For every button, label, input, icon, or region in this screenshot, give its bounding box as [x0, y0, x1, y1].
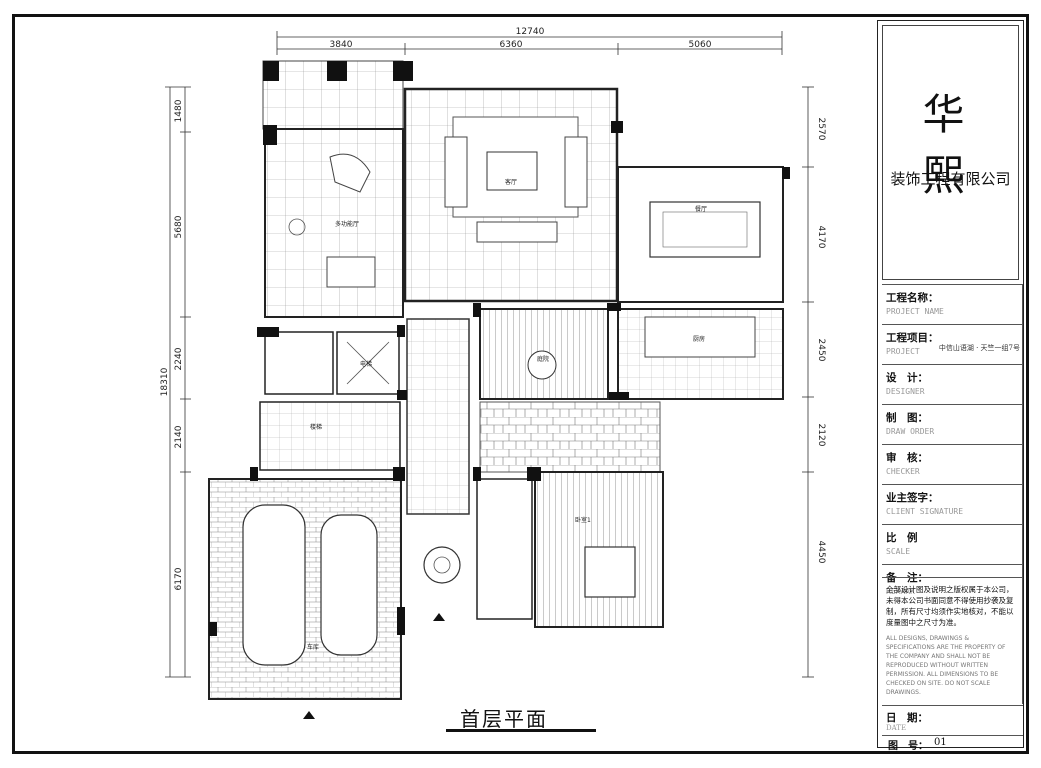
- tb-row-label: 备 注：: [886, 572, 928, 584]
- tb-row-value: DRAW ORDER: [886, 427, 935, 436]
- tb-row-label: 工程项目：: [886, 332, 939, 344]
- plan-title-underline: [446, 729, 596, 732]
- entry-fountain-inner: [433, 556, 451, 574]
- top-total-dimension: 12740: [516, 27, 545, 37]
- tb-row-value: CLIENT SIGNATURE: [886, 507, 964, 516]
- hall-plant: [288, 218, 306, 236]
- drawing-sheet-frame: [12, 14, 1029, 754]
- living-sofa-left: [444, 136, 468, 208]
- room-label-kitchen: 厨房: [693, 335, 705, 343]
- right-dimension-2: 4170: [816, 226, 826, 249]
- living-table: [486, 151, 538, 191]
- plan-title: 首层平面: [460, 707, 548, 731]
- structural-columns: [209, 61, 790, 636]
- room-dining: [617, 166, 784, 303]
- top-dimension-2: 6360: [500, 40, 523, 50]
- title-block-logo: 华 熙 装饰工程有限公司: [882, 25, 1019, 280]
- room-label-dining: 餐厅: [695, 205, 707, 213]
- left-dimension-1: 1480: [174, 99, 184, 122]
- room-stairs: [259, 401, 401, 471]
- dining-table: [649, 201, 761, 258]
- date-value: DATE: [886, 724, 907, 732]
- brand-name: 华 熙: [922, 90, 979, 200]
- bedroom-bed: [584, 546, 636, 598]
- company-name: 装饰工程有限公司: [890, 170, 1011, 188]
- copyright-notice-en: ALL DESIGNS, DRAWINGS & SPECIFICATIONS A…: [886, 635, 1006, 696]
- left-total-dimension: 18310: [160, 367, 170, 396]
- right-dimension-3: 2450: [816, 339, 826, 362]
- car-1: [242, 504, 306, 666]
- tb-row-project: 工程项目： 中信山语湖 · 天竺一组7号 PROJECT: [882, 324, 1023, 364]
- tb-row-label: 设 计：: [886, 372, 928, 384]
- tb-row-value: CHECKER: [886, 467, 920, 476]
- top-dimension-3: 5060: [689, 40, 712, 50]
- corridor: [406, 318, 470, 515]
- living-rug: [452, 116, 579, 218]
- room-label-multi-hall: 多功能厅: [335, 220, 359, 228]
- dining-table-inner: [662, 211, 748, 248]
- tb-row-project-name: 工程名称： PROJECT NAME: [882, 284, 1023, 324]
- stone-paving: [479, 401, 661, 473]
- left-dimension-2: 5680: [174, 215, 184, 238]
- room-label-living: 客厅: [505, 178, 517, 186]
- car-2: [320, 514, 378, 656]
- tb-row-drafter: 制 图： DRAW ORDER: [882, 404, 1023, 444]
- tb-row-value: PROJECT: [886, 347, 920, 356]
- room-bathroom: [264, 331, 334, 395]
- left-dimension-line: [165, 86, 191, 678]
- top-dimension-line: [276, 31, 783, 55]
- tb-row-label: 业主签字：: [886, 492, 939, 504]
- tb-date: 日 期： DATE: [882, 705, 1023, 735]
- room-label-elevator: 电梯: [360, 360, 372, 368]
- room-label-stairs: 楼梯: [310, 423, 322, 431]
- entry-marker-garage: [303, 711, 315, 719]
- tb-row-value: DESIGNER: [886, 387, 925, 396]
- tb-row-label: 制 图：: [886, 412, 928, 424]
- copyright-notice: 全部设计图及说明之版权属于本公司，未得本公司书面同意不得使用抄袭及复制，所有尺寸…: [882, 577, 1023, 704]
- courtyard-table: [527, 350, 557, 380]
- tb-row-value: REMARK: [886, 587, 915, 596]
- right-dimension-1: 2570: [816, 118, 826, 141]
- copyright-notice-cn: 全部设计图及说明之版权属于本公司，未得本公司书面同意不得使用抄袭及复制，所有尺寸…: [886, 585, 1014, 627]
- entry-fountain: [423, 546, 461, 584]
- tb-row-side: 中信山语湖 · 天竺一组7号: [938, 344, 1020, 352]
- tb-row-label: 比 例: [886, 532, 918, 544]
- pool-table: [326, 256, 376, 288]
- right-dimension-line: [802, 86, 814, 678]
- tb-row-client: 业主签字： CLIENT SIGNATURE: [882, 484, 1023, 524]
- living-sofa-right: [564, 136, 588, 208]
- living-sofa-front: [476, 221, 558, 243]
- tb-row-scale: 比 例 SCALE: [882, 524, 1023, 564]
- tb-row-checker: 审 核： CHECKER: [882, 444, 1023, 484]
- room-ensuite: [476, 478, 533, 620]
- sheet-label: 图 号：: [888, 741, 928, 752]
- title-block-rows: 工程名称： PROJECT NAME 工程项目： 中信山语湖 · 天竺一组7号 …: [882, 284, 1023, 604]
- entry-marker-main: [433, 613, 445, 621]
- left-dimension-3: 2240: [174, 347, 184, 370]
- elevator-cross: [346, 341, 390, 385]
- tb-row-value: PROJECT NAME: [886, 307, 944, 316]
- floor-plan-drawing: 12740 3840 6360 5060 18310 1480 5680 224…: [160, 27, 826, 719]
- tb-row-label: 工程名称：: [886, 292, 939, 304]
- top-dimension-1: 3840: [330, 40, 353, 50]
- left-dimension-4: 2140: [174, 425, 184, 448]
- right-dimension-5: 4450: [816, 541, 826, 564]
- tb-row-label: 审 核：: [886, 452, 928, 464]
- right-dimension-4: 2120: [816, 424, 826, 447]
- room-label-garage: 车库: [307, 643, 319, 651]
- room-label-courtyard: 庭院: [537, 355, 549, 363]
- tb-row-value: SCALE: [886, 547, 911, 556]
- kitchen-counter: [644, 316, 756, 358]
- piano-shape: [329, 153, 371, 193]
- tb-row-designer: 设 计： DESIGNER: [882, 364, 1023, 404]
- date-label: 日 期：: [886, 712, 928, 724]
- tb-sheet-number: 图 号： 01: [882, 735, 1023, 752]
- sheet-value: 01: [934, 737, 947, 748]
- room-label-bedroom: 卧室1: [575, 516, 591, 524]
- title-block: 华 熙 装饰工程有限公司 工程名称： PROJECT NAME 工程项目： 中信…: [877, 20, 1024, 752]
- left-dimension-5: 6170: [174, 567, 184, 590]
